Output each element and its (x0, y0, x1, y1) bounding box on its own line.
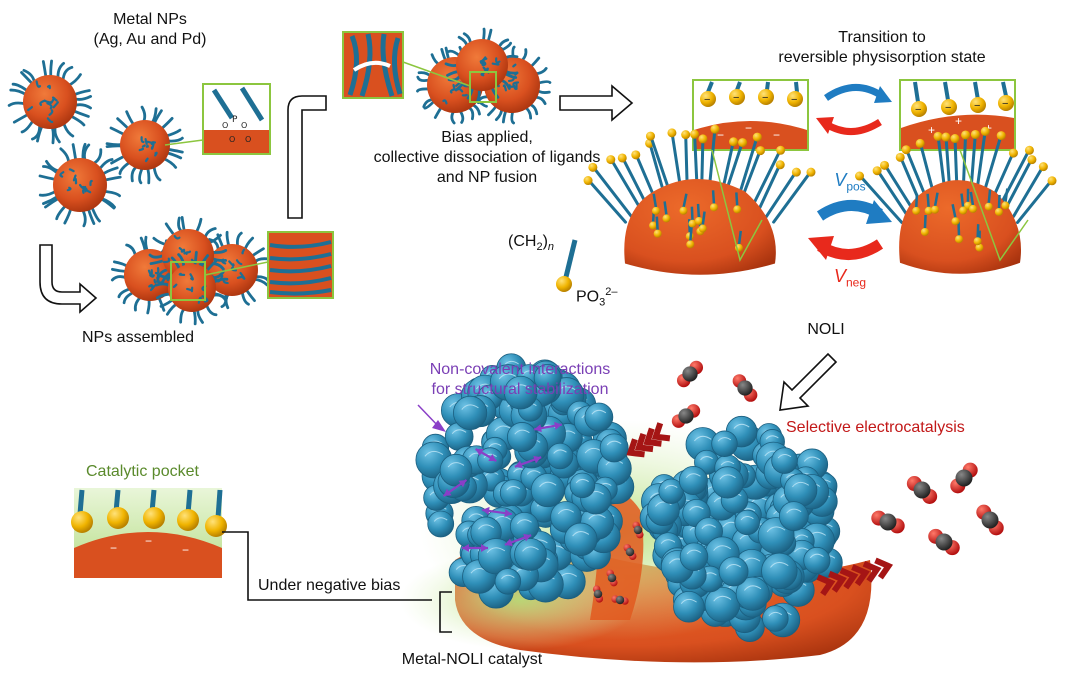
bias-line-2: collective dissociation of ligands (373, 149, 601, 166)
svg-text:−: − (1002, 98, 1008, 110)
svg-text:O: O (245, 135, 251, 144)
metal-noli-catalyst-label: Metal-NOLI catalyst (401, 651, 543, 668)
nps-assembled-label: NPs assembled (82, 329, 195, 346)
svg-text:O: O (241, 121, 247, 130)
catalyst-bracket (439, 591, 452, 633)
svg-text:−: − (110, 541, 117, 555)
phosphonate-p-label: P (232, 115, 238, 125)
l-shaped-arrow-icon (287, 95, 327, 219)
under-negative-bias-label: Under negative bias (258, 577, 401, 594)
svg-text:−: − (915, 104, 921, 116)
negative-state-inset: − − − − − − − (692, 79, 809, 151)
chevron-arrow-icon (816, 557, 894, 597)
v-neg-label: Vneg (833, 266, 867, 290)
svg-text:+: + (955, 114, 962, 128)
noncovalent-arrows (442, 421, 562, 552)
selective-electrocatalysis-label: Selective electrocatalysis (786, 419, 965, 436)
noli-label: NOLI (807, 321, 845, 338)
co2-molecules (592, 360, 1004, 605)
svg-text:−: − (974, 100, 980, 112)
svg-text:O: O (229, 135, 235, 144)
svg-text:−: − (762, 92, 768, 104)
metal-nps-title: Metal NPs (113, 11, 187, 28)
transition-line-1: Transition to (838, 29, 926, 46)
noncovalent-line-1: Non-covalent interactions (429, 361, 611, 378)
right-arrow-icon (559, 84, 634, 122)
fused-np (416, 27, 552, 125)
bias-line-3: and NP fusion (436, 169, 538, 186)
metal-np-group (7, 59, 184, 228)
svg-text:O: O (222, 121, 228, 130)
cycle-arrows-icon (808, 200, 892, 260)
svg-text:+: + (985, 121, 992, 135)
positive-state-np (855, 126, 1057, 274)
assembled-inset (267, 231, 334, 299)
noli-catalyst (400, 353, 872, 663)
fused-np-inset (342, 31, 404, 99)
cycle-arrows-icon (816, 84, 892, 135)
pocket-connector (222, 531, 432, 601)
noncovalent-line-2: for structural stabilization (431, 381, 609, 398)
ligand-headgroup: PO32– (576, 286, 618, 309)
svg-text:−: − (704, 94, 710, 106)
diagonal-arrow-icon (779, 352, 838, 411)
svg-text:−: − (717, 128, 724, 142)
svg-text:−: − (182, 543, 189, 557)
ligand-legend-icon (556, 239, 578, 292)
svg-text:−: − (145, 534, 152, 548)
bias-line-1: Bias applied, (441, 129, 533, 146)
left-noli-cluster (415, 353, 635, 609)
assembled-nps (110, 216, 270, 326)
svg-text:−: − (745, 121, 752, 135)
v-pos-label: Vpos (834, 170, 866, 194)
catalytic-pocket-inset: − − − (71, 488, 227, 578)
svg-text:−: − (791, 94, 797, 106)
svg-text:−: − (945, 102, 951, 114)
svg-text:−: − (773, 128, 780, 142)
transition-line-2: reversible physisorption state (778, 49, 986, 66)
right-noli-cluster (639, 415, 843, 642)
ligand-formula: (CH2)n (508, 233, 555, 254)
catalytic-pocket-label: Catalytic pocket (86, 463, 199, 480)
svg-text:−: − (733, 92, 739, 104)
chevron-arrow-icon (626, 422, 671, 458)
metal-nps-subtitle: (Ag, Au and Pd) (93, 31, 207, 48)
phosphonate-inset: P O O O O (202, 83, 271, 155)
l-shaped-arrow-icon (39, 244, 98, 314)
svg-text:+: + (928, 123, 935, 137)
